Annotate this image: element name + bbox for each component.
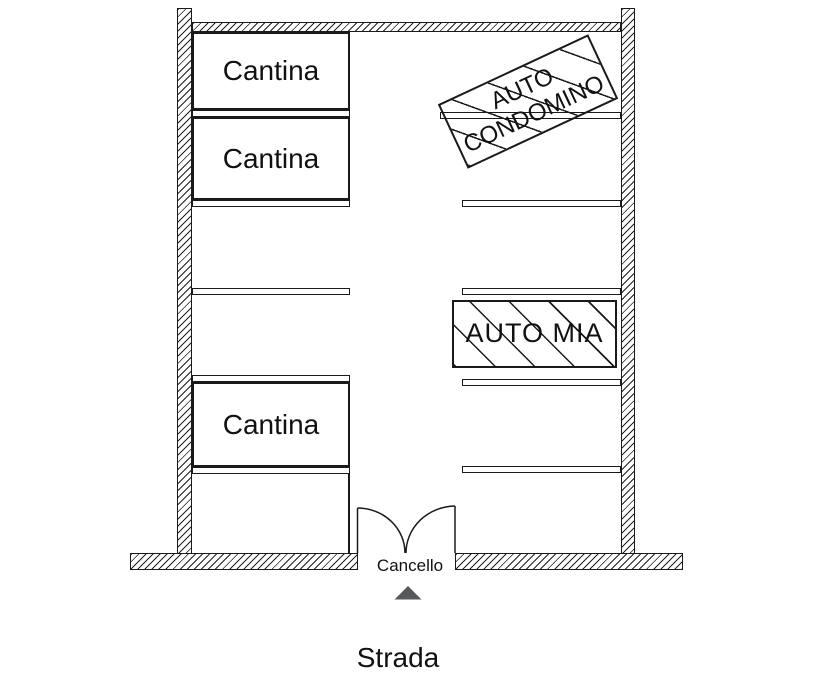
parking-divider-left-3	[192, 288, 350, 295]
cantina-room-2: Cantina	[192, 117, 350, 200]
gate-label: Cancello	[376, 556, 444, 575]
cantina-label-3: Cantina	[222, 408, 320, 440]
parking-divider-right-4	[462, 379, 621, 386]
street-label: Strada	[356, 642, 440, 673]
parking-divider-right-3	[462, 288, 621, 295]
auto-mia-label: AUTO MIA	[465, 318, 604, 349]
parking-divider-right-2	[462, 200, 621, 207]
parking-divider-left-5	[192, 467, 350, 474]
wall-left	[177, 8, 192, 570]
wall-bottom-right	[455, 553, 683, 570]
up-arrow-icon	[394, 586, 422, 600]
gate-right-door-arc	[405, 505, 456, 554]
cantina-room-3: Cantina	[192, 382, 350, 467]
parking-divider-left-2	[192, 200, 350, 207]
cantina-room-1: Cantina	[192, 32, 350, 110]
auto-condomino-label: AUTO CONDOMINO	[459, 62, 609, 159]
auto-condomino-stall: AUTO CONDOMINO	[437, 34, 619, 169]
parking-divider-right-5	[462, 466, 621, 473]
parking-divider-left-1	[192, 110, 350, 117]
wall-top	[192, 22, 621, 32]
parking-divider-left-4	[192, 375, 350, 382]
corridor-wall-line	[348, 474, 350, 553]
wall-bottom-left	[130, 553, 358, 570]
auto-mia-stall: AUTO MIA	[452, 300, 617, 368]
cantina-label-1: Cantina	[222, 55, 320, 86]
cantina-label-2: Cantina	[222, 142, 320, 174]
wall-right	[621, 8, 635, 570]
gate-left-door-arc	[357, 507, 406, 554]
